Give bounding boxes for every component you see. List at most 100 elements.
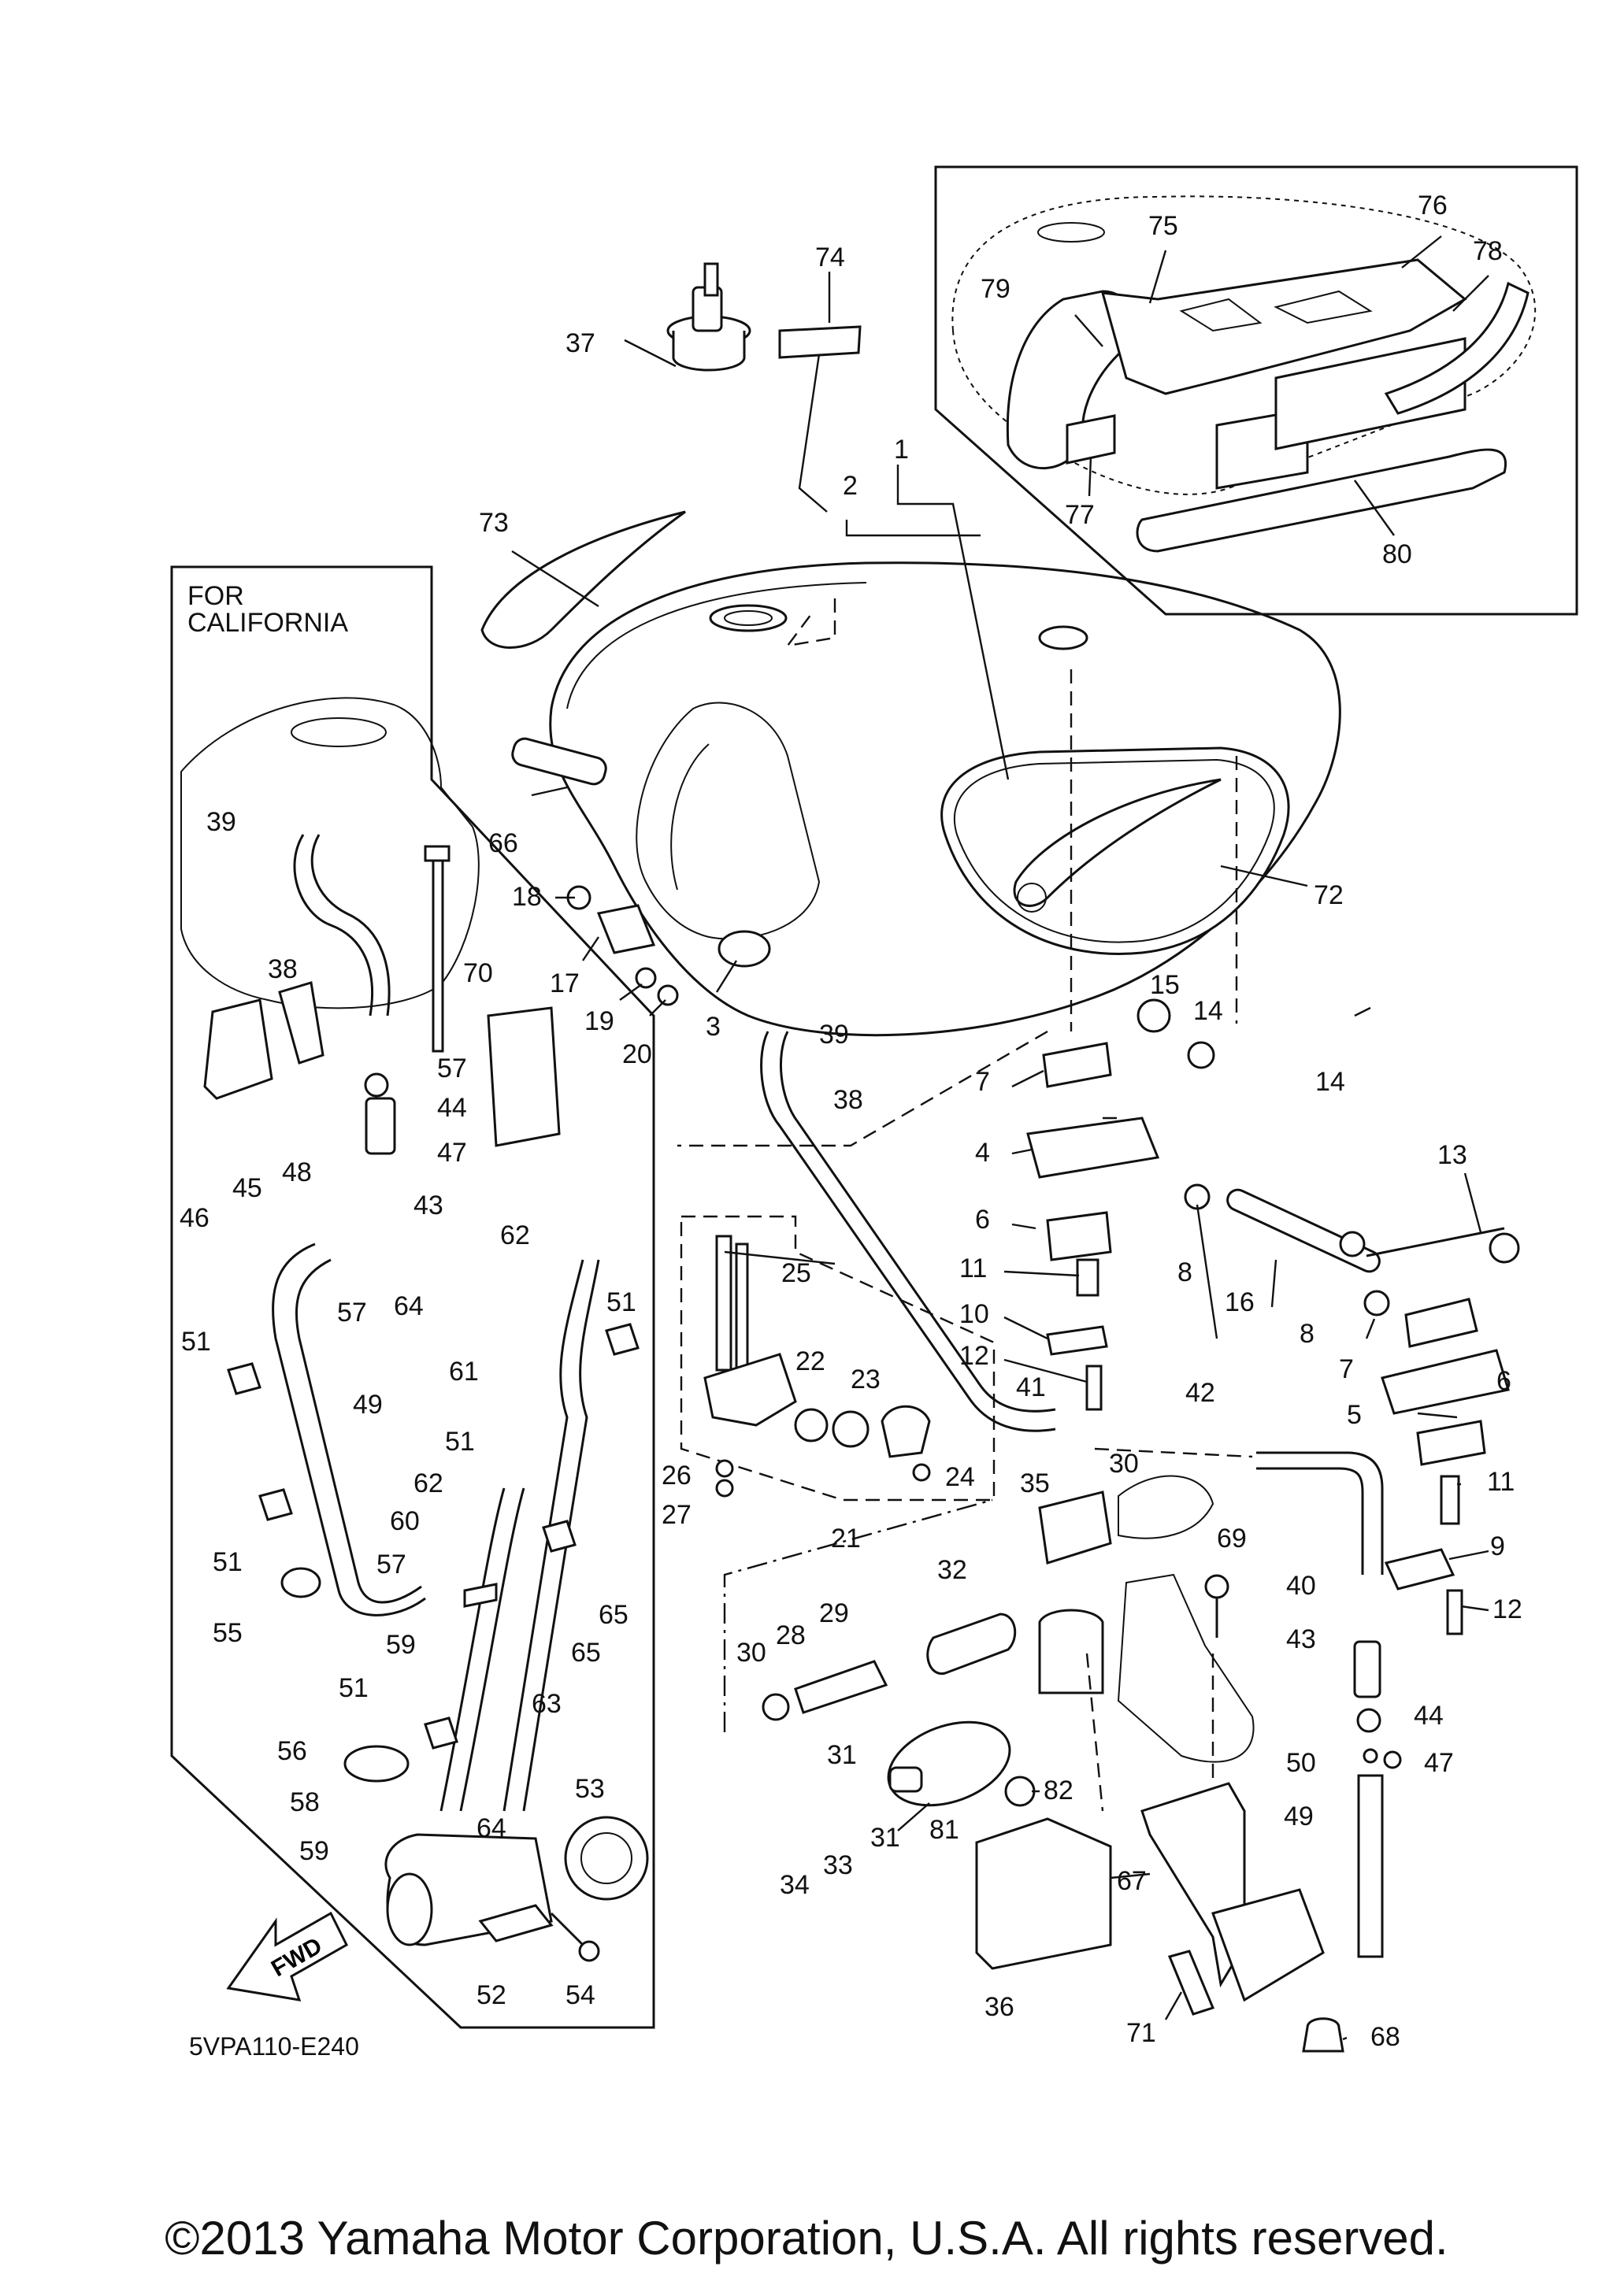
callout-45: 45 xyxy=(232,1173,262,1203)
callout-74: 74 xyxy=(815,243,845,272)
callout-24: 24 xyxy=(945,1462,975,1492)
callout-26: 26 xyxy=(662,1461,692,1491)
main-fuel-tank xyxy=(480,262,1341,1147)
callout-6a: 6 xyxy=(975,1205,990,1235)
callout-52: 52 xyxy=(476,1980,506,2010)
callout-61: 61 xyxy=(449,1357,479,1387)
callout-9: 9 xyxy=(1490,1531,1505,1561)
callout-22: 22 xyxy=(795,1346,825,1376)
callout-59b: 59 xyxy=(299,1836,329,1866)
callout-34: 34 xyxy=(780,1870,810,1900)
callout-47a: 47 xyxy=(437,1138,467,1168)
callout-30a: 30 xyxy=(1109,1449,1139,1479)
fuel-cap xyxy=(666,262,751,372)
callout-21: 21 xyxy=(831,1524,861,1554)
callout-43b: 43 xyxy=(1286,1624,1316,1654)
callout-4: 4 xyxy=(975,1138,990,1168)
callout-63: 63 xyxy=(532,1689,562,1719)
callout-51b: 51 xyxy=(606,1287,636,1317)
callout-38b: 38 xyxy=(268,954,298,984)
callout-1: 1 xyxy=(894,435,909,465)
callout-47b: 47 xyxy=(1424,1748,1454,1778)
callout-82: 82 xyxy=(1044,1776,1073,1805)
callout-51a: 51 xyxy=(181,1327,211,1357)
callout-64a: 64 xyxy=(394,1291,424,1321)
callout-53: 53 xyxy=(575,1774,605,1804)
california-title-line1: FOR xyxy=(187,581,244,611)
california-box: FOR CALIFORNIA xyxy=(170,565,655,2061)
callout-3: 3 xyxy=(706,1012,721,1042)
callout-49b: 49 xyxy=(1284,1802,1314,1831)
callout-12b: 12 xyxy=(1492,1594,1522,1624)
callout-14a: 14 xyxy=(1193,996,1223,1026)
callout-79: 79 xyxy=(981,274,1010,304)
callout-18: 18 xyxy=(512,882,542,912)
callout-67: 67 xyxy=(1117,1866,1147,1896)
callout-28: 28 xyxy=(776,1620,806,1650)
callout-29: 29 xyxy=(819,1598,849,1628)
callout-15: 15 xyxy=(1150,970,1180,1000)
callout-78: 78 xyxy=(1473,236,1503,266)
callout-54: 54 xyxy=(565,1980,595,2010)
callout-40: 40 xyxy=(1286,1571,1316,1601)
callout-7b: 7 xyxy=(1339,1354,1354,1384)
callout-65b: 65 xyxy=(571,1638,601,1668)
callout-57c: 57 xyxy=(376,1550,406,1579)
tank-mounts xyxy=(1026,998,1520,1635)
callout-77: 77 xyxy=(1065,500,1095,530)
callout-23: 23 xyxy=(851,1365,881,1394)
callout-2: 2 xyxy=(843,471,858,501)
callout-7a: 7 xyxy=(975,1067,990,1097)
callout-57a: 57 xyxy=(437,1054,467,1083)
callout-70: 70 xyxy=(463,958,493,988)
callout-8b: 8 xyxy=(1300,1319,1315,1349)
callout-80: 80 xyxy=(1382,539,1412,569)
callout-14b: 14 xyxy=(1315,1067,1345,1097)
callout-32: 32 xyxy=(937,1555,967,1585)
fwd-arrow-icon: FWD xyxy=(226,1911,348,2002)
callout-46: 46 xyxy=(180,1203,210,1233)
fuel-pump-group xyxy=(723,1447,1402,2053)
callout-37: 37 xyxy=(565,328,595,358)
callout-50: 50 xyxy=(1286,1748,1316,1778)
callout-73: 73 xyxy=(479,508,509,538)
callout-31a: 31 xyxy=(827,1740,857,1770)
callout-65a: 65 xyxy=(599,1600,629,1630)
callout-44b: 44 xyxy=(1414,1701,1444,1731)
callout-20: 20 xyxy=(622,1039,652,1069)
callout-27: 27 xyxy=(662,1500,692,1530)
callout-51e: 51 xyxy=(339,1673,369,1703)
callout-13: 13 xyxy=(1437,1140,1467,1170)
callout-39a: 39 xyxy=(819,1020,849,1050)
callout-19: 19 xyxy=(584,1006,614,1036)
callout-56: 56 xyxy=(277,1736,307,1766)
callout-10: 10 xyxy=(959,1299,989,1329)
callout-12a: 12 xyxy=(959,1341,989,1371)
callout-72: 72 xyxy=(1314,880,1344,910)
callout-16: 16 xyxy=(1225,1287,1255,1317)
callout-81: 81 xyxy=(929,1815,959,1845)
callout-35: 35 xyxy=(1020,1468,1050,1498)
callout-57b: 57 xyxy=(337,1298,367,1328)
callout-64b: 64 xyxy=(476,1813,506,1843)
fuel-cock-group xyxy=(680,1031,1056,1502)
callout-36: 36 xyxy=(984,1992,1014,2022)
callout-48: 48 xyxy=(282,1157,312,1187)
callout-76: 76 xyxy=(1418,191,1448,220)
callout-71: 71 xyxy=(1126,2018,1156,2048)
callout-75: 75 xyxy=(1148,211,1178,241)
callout-5: 5 xyxy=(1347,1400,1362,1430)
diagram-code: 5VPA110-E240 xyxy=(189,2032,359,2061)
callout-42: 42 xyxy=(1185,1378,1215,1408)
inset-tank-padding xyxy=(934,165,1578,616)
callout-68: 68 xyxy=(1370,2022,1400,2052)
callout-6b: 6 xyxy=(1496,1366,1511,1396)
callout-55: 55 xyxy=(213,1618,243,1648)
callout-33: 33 xyxy=(823,1850,853,1880)
copyright-notice: ©2013 Yamaha Motor Corporation, U.S.A. A… xyxy=(165,2212,1448,2265)
callout-43a: 43 xyxy=(413,1191,443,1220)
callout-51d: 51 xyxy=(213,1547,243,1577)
callout-66: 66 xyxy=(488,828,518,858)
callout-labels: 1 2 3 4 5 6 6 7 7 8 8 9 10 11 11 12 12 1… xyxy=(180,191,1522,2052)
